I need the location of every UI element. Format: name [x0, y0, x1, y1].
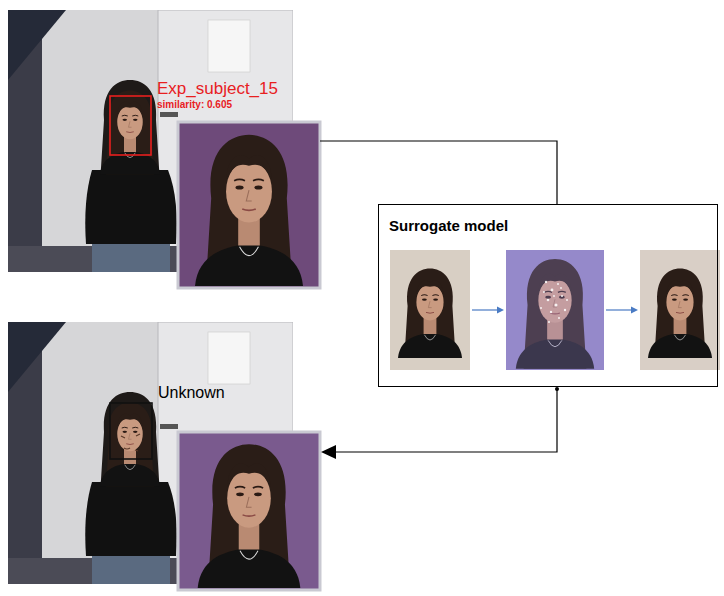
identity-label: Unknown — [158, 384, 225, 402]
makeup-marks — [121, 434, 140, 451]
portrait — [648, 268, 712, 358]
detection-box — [110, 403, 152, 459]
box-title: Surrogate model — [389, 217, 707, 234]
portrait — [198, 444, 301, 588]
flow-wire — [334, 389, 557, 452]
portrait — [398, 268, 462, 358]
similarity-score: similarity: 0.605 — [157, 99, 232, 110]
portrait — [195, 135, 303, 286]
portrait-frame — [178, 432, 320, 590]
step-arrowhead — [631, 307, 638, 314]
perturbation-overlay — [506, 250, 604, 370]
identity-label: Exp_subject_15 — [157, 80, 278, 99]
flow-wire — [320, 141, 557, 204]
portrait-frame — [178, 122, 320, 288]
detection-box — [110, 96, 151, 155]
input-photo — [390, 250, 470, 370]
perturbed-photo — [506, 250, 604, 370]
perturbation-noise — [540, 281, 568, 323]
model-box: Surrogate model — [378, 204, 718, 387]
step-arrow — [606, 309, 633, 310]
flow-arrowhead — [321, 445, 336, 459]
step-arrow — [472, 309, 499, 310]
output-photo — [640, 250, 720, 370]
step-arrowhead — [497, 307, 504, 314]
